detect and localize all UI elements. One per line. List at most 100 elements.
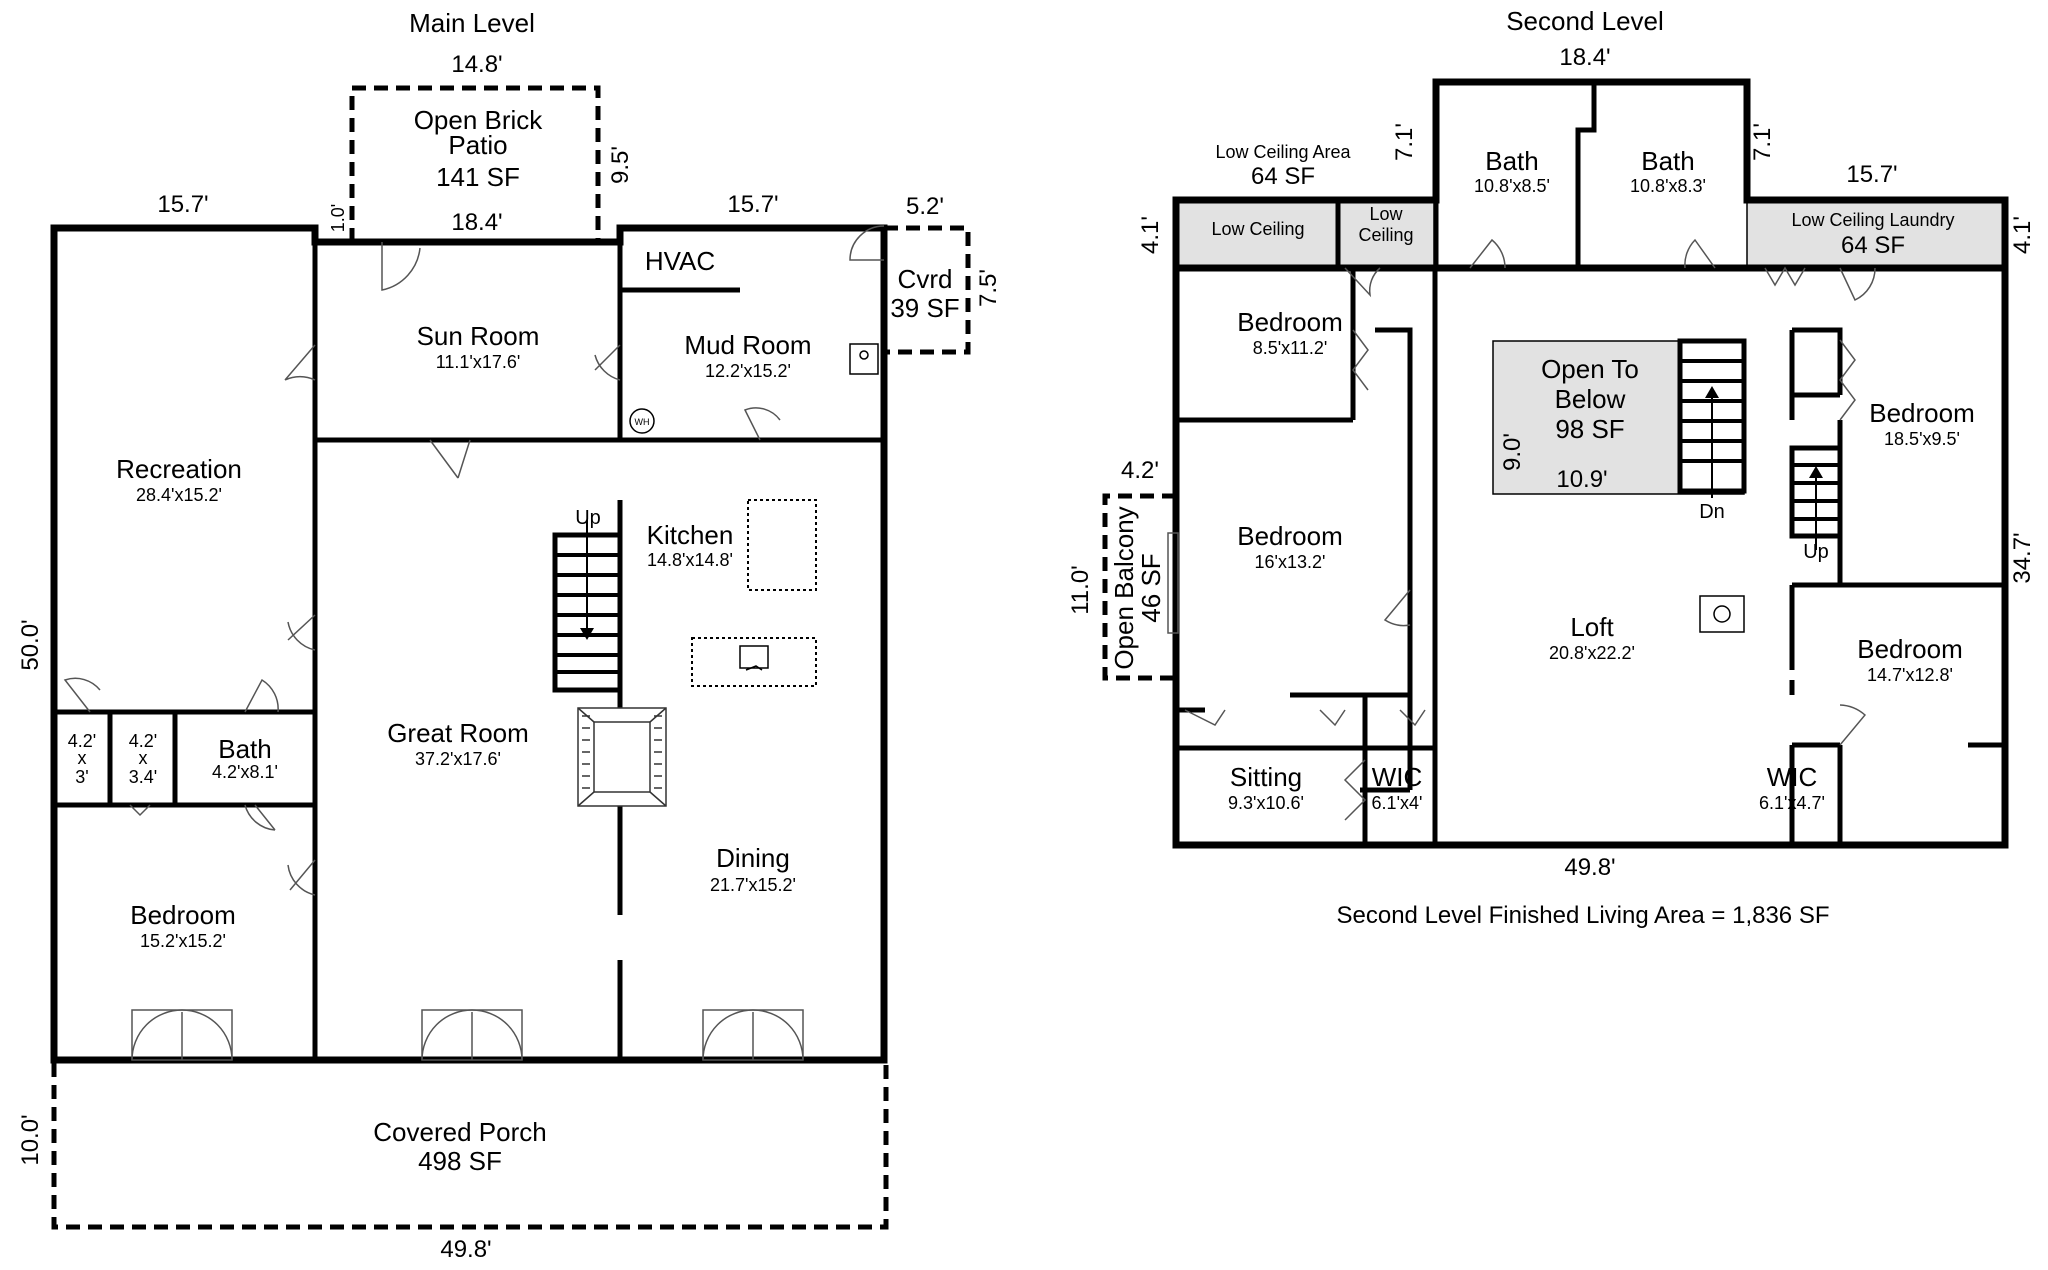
dim-left-top: 15.7' [157, 191, 208, 218]
second-interior-walls [1176, 82, 2005, 845]
bedroom1-dim: 8.5'x11.2' [1253, 338, 1328, 358]
sitting-dim: 9.3'x10.6' [1228, 793, 1304, 813]
stairs-dn-label: Dn [1699, 501, 1725, 523]
dim-right-top: 15.7' [1846, 161, 1897, 188]
sun-room-dim: 11.1'x17.6' [436, 352, 521, 372]
loft-sink-icon [1699, 595, 1745, 633]
patio-label-line2: Patio [448, 130, 507, 160]
main-stairs [552, 520, 623, 693]
loft-dim: 20.8'x22.2' [1549, 643, 1635, 663]
second-doors [1184, 238, 1876, 821]
closet2-dim-c: 3.4' [129, 767, 157, 787]
dim-bath-right: 7.1' [1749, 123, 1776, 161]
wic2-dim: 6.1'x4.7' [1759, 793, 1825, 813]
main-doors [63, 225, 885, 896]
dim-mid-top: 15.7' [727, 191, 778, 218]
stairs-up-label: Up [575, 507, 601, 529]
hvac-label: HVAC [645, 246, 715, 276]
open-to-below-line1: Open To [1541, 354, 1639, 384]
patio-outline [349, 85, 601, 242]
closet1-dim-a: 4.2' [68, 731, 96, 751]
kitchen-island [747, 499, 817, 591]
kitchen-counter [691, 637, 817, 687]
bedroom3-dim: 16'x13.2' [1255, 552, 1326, 572]
closet1-dim-b: x [78, 748, 87, 768]
closet2-dim-b: x [139, 748, 148, 768]
fireplace-icon [577, 707, 667, 807]
cvrd-outline [884, 225, 971, 355]
great-room-label: Great Room [387, 718, 529, 748]
bedroom-dim: 15.2'x15.2' [140, 931, 226, 951]
mud-room-label: Mud Room [684, 330, 811, 360]
main-level-title: Main Level [409, 8, 535, 38]
laundry-label: Low Ceiling Laundry [1791, 210, 1954, 230]
bath2-label: Bath [1641, 146, 1695, 176]
second-level-title: Second Level [1506, 6, 1664, 36]
bedroom2-label: Bedroom [1869, 398, 1975, 428]
sun-room-label: Sun Room [417, 321, 540, 351]
bedroom2-dim: 18.5'x9.5' [1884, 429, 1960, 449]
laundry-sf: 64 SF [1841, 232, 1905, 259]
recreation-label: Recreation [116, 454, 242, 484]
porch-area: 498 SF [418, 1146, 502, 1176]
dim-balcony-top: 4.2' [1121, 457, 1159, 484]
main-french-doors [131, 1009, 804, 1061]
wic2-label: WIC [1767, 762, 1818, 792]
bath2-dim: 10.8'x8.3' [1630, 176, 1706, 196]
bedroom-label: Bedroom [130, 900, 236, 930]
balcony-door [1167, 532, 1179, 634]
dim-patio-width: 14.8' [451, 51, 502, 78]
bedroom1-label: Bedroom [1237, 307, 1343, 337]
main-level: Main Level 14.8' 15.7' 1.0' 18.4' 15.7' … [17, 8, 1002, 1263]
bath1-dim: 10.8'x8.5' [1474, 176, 1550, 196]
low-ceiling-area-label: Low Ceiling Area [1215, 142, 1351, 162]
bedroom3-label: Bedroom [1237, 521, 1343, 551]
dim-sunroom-gap: 1.0' [328, 204, 348, 232]
great-room-dim: 37.2'x17.6' [415, 749, 501, 769]
second-level-summary: Second Level Finished Living Area = 1,83… [1337, 902, 1830, 929]
dim-right-height: 34.7' [2009, 532, 2036, 583]
balcony-sf: 46 SF [1136, 553, 1166, 622]
patio-area: 141 SF [436, 162, 520, 192]
closet2-dim-a: 4.2' [129, 731, 157, 751]
second-exterior-wall [1172, 78, 2009, 849]
open-to-below-sf: 98 SF [1555, 414, 1624, 444]
low-ceiling-small-line2: Ceiling [1358, 225, 1413, 245]
low-ceiling-area-sf: 64 SF [1251, 163, 1315, 190]
low-ceiling-small-line1: Low [1369, 204, 1403, 224]
dim-otb-height: 9.0' [1499, 433, 1526, 471]
dim-sunroom-width: 18.4' [451, 209, 502, 236]
recreation-dim: 28.4'x15.2' [136, 485, 222, 505]
kitchen-label: Kitchen [647, 520, 734, 550]
dim-balcony-height: 11.0' [1067, 565, 1094, 615]
water-heater-icon: WH [629, 408, 655, 434]
dim-bottom: 49.8' [440, 1236, 491, 1263]
dim-left-height: 50.0' [17, 619, 44, 670]
bath-label: Bath [218, 734, 272, 764]
open-to-below-line2: Below [1555, 384, 1626, 414]
stairs-up-label-2: Up [1803, 541, 1829, 563]
porch-label: Covered Porch [373, 1117, 546, 1147]
dim-patio-depth: 9.5' [607, 146, 634, 184]
mudroom-sink-icon [849, 343, 879, 375]
bedroom4-dim: 14.7'x12.8' [1867, 665, 1953, 685]
low-ceiling-laundry [1746, 201, 2006, 269]
dim-cvrd-top: 5.2' [906, 193, 944, 220]
loft-stairs [1677, 338, 1747, 498]
dim-low-left: 4.1' [1137, 216, 1164, 254]
bath-dim: 4.2'x8.1' [212, 762, 278, 782]
dim-second-top: 18.4' [1559, 44, 1610, 71]
dim-cvrd-depth: 7.5' [975, 269, 1002, 307]
kitchen-dim: 14.8'x14.8' [647, 550, 733, 570]
patio-label-line1: Open Brick [414, 105, 544, 135]
dim-second-bottom: 49.8' [1564, 854, 1615, 881]
cvrd-area: 39 SF [890, 293, 959, 323]
wic1-label: WIC [1372, 762, 1423, 792]
dim-bath-left: 7.1' [1391, 123, 1418, 161]
loft-label: Loft [1570, 612, 1614, 642]
balcony-outline [1102, 493, 1176, 681]
dim-otb-width: 10.9' [1556, 466, 1607, 493]
bath1-label: Bath [1485, 146, 1539, 176]
sink-icon [739, 645, 769, 671]
sitting-label: Sitting [1230, 762, 1302, 792]
